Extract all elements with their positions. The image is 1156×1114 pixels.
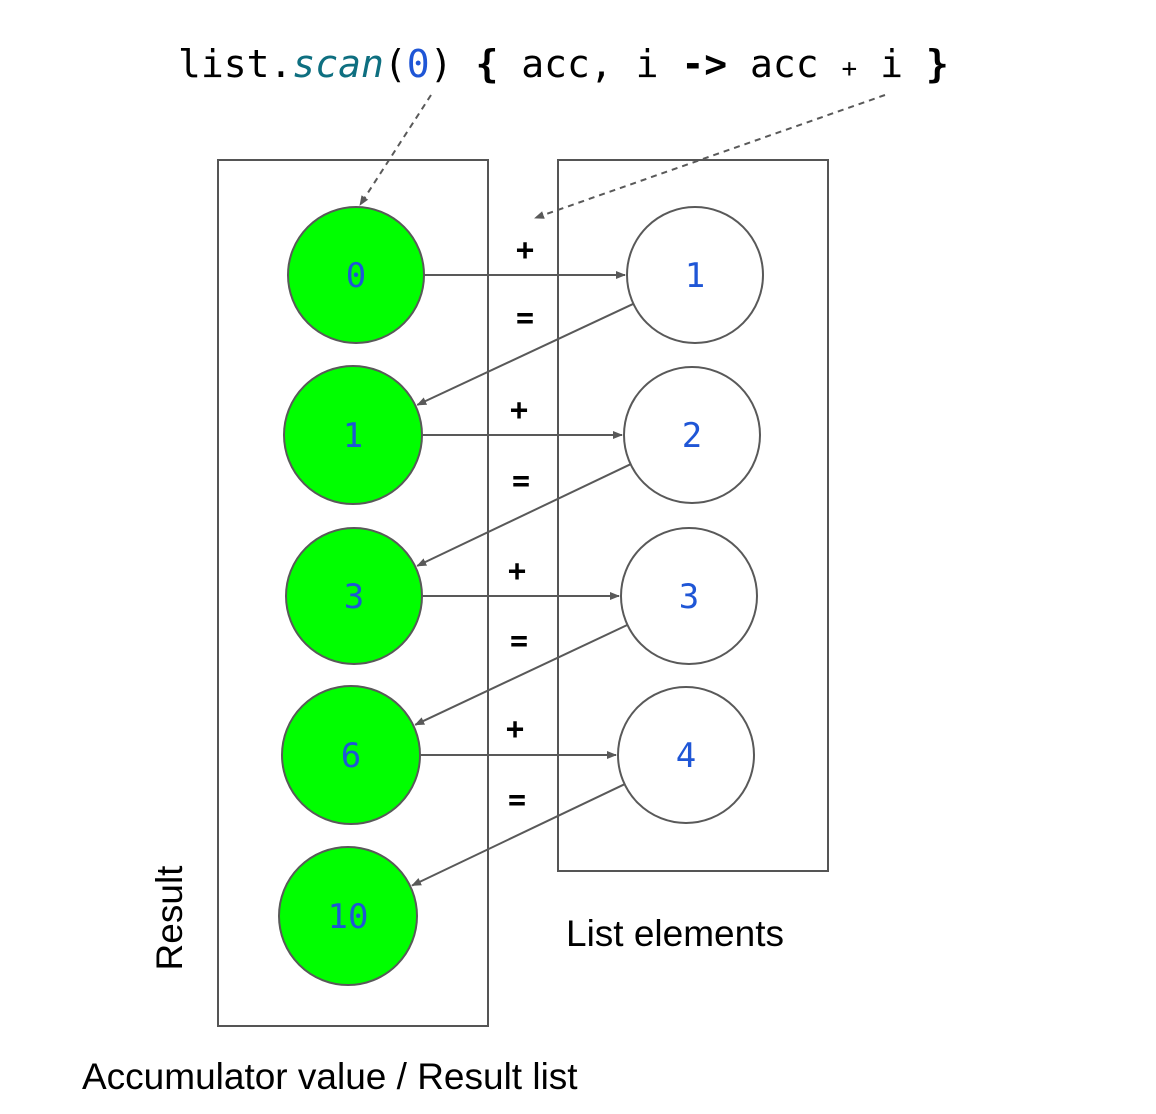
- element-node: [620, 527, 758, 665]
- code-body-acc: acc: [727, 42, 841, 86]
- operator-signs: + + + + = = = =: [506, 233, 534, 818]
- element-value: 3: [679, 577, 699, 617]
- code-brace-close: }: [926, 42, 949, 86]
- result-arrow: [411, 783, 626, 887]
- accumulator-value: 0: [346, 256, 366, 296]
- arrows-layer: [411, 271, 634, 887]
- element-value: 1: [685, 256, 705, 296]
- operation-pointer: [534, 94, 886, 219]
- initial-value-pointer: [359, 94, 432, 206]
- accumulator-node: [283, 365, 423, 505]
- code-expression: list.scan(0) { acc, i -> acc + i }: [178, 42, 949, 86]
- result-side-label: Result: [149, 865, 190, 971]
- accumulator-value: 6: [341, 736, 361, 776]
- code-body-i: i: [857, 42, 926, 86]
- code-brace-open: {: [475, 42, 498, 86]
- plus-sign: +: [510, 393, 528, 428]
- code-params: acc, i: [498, 42, 681, 86]
- equals-sign: =: [516, 301, 534, 336]
- equals-sign: =: [510, 624, 528, 659]
- element-node: [623, 366, 761, 504]
- code-arrow: ->: [681, 42, 727, 86]
- code-receiver: list.: [178, 42, 292, 86]
- accumulator-node: [278, 846, 418, 986]
- equals-sign: =: [508, 783, 526, 818]
- accumulator-caption: Accumulator value / Result list: [82, 1056, 578, 1097]
- accumulator-value: 10: [328, 897, 369, 937]
- list-elements-caption: List elements: [566, 913, 784, 954]
- code-method: scan: [292, 42, 384, 86]
- code-plus: +: [842, 54, 858, 84]
- code-open-paren: (: [384, 42, 407, 86]
- accumulator-box: [217, 159, 489, 1027]
- code-close-paren: ): [430, 42, 476, 86]
- plus-sign: +: [506, 712, 524, 747]
- element-node: [617, 686, 755, 824]
- accumulator-value: 1: [343, 416, 363, 456]
- result-arrow: [416, 463, 632, 567]
- accumulator-value: 3: [344, 577, 364, 617]
- result-arrow: [416, 302, 634, 406]
- plus-sign: +: [516, 233, 534, 268]
- result-arrow: [414, 623, 628, 726]
- accumulator-node: [281, 685, 421, 825]
- element-value: 2: [682, 416, 702, 456]
- element-nodes: 1 2 3 4: [617, 206, 764, 824]
- element-value: 4: [676, 736, 696, 776]
- equals-sign: =: [512, 464, 530, 499]
- code-initial-value: 0: [407, 42, 430, 86]
- plus-sign: +: [508, 554, 526, 589]
- element-node: [626, 206, 764, 344]
- list-elements-box: [557, 159, 829, 872]
- accumulator-node: [287, 206, 425, 344]
- accumulator-nodes: 0 1 3 6 10: [278, 206, 425, 986]
- accumulator-node: [285, 527, 423, 665]
